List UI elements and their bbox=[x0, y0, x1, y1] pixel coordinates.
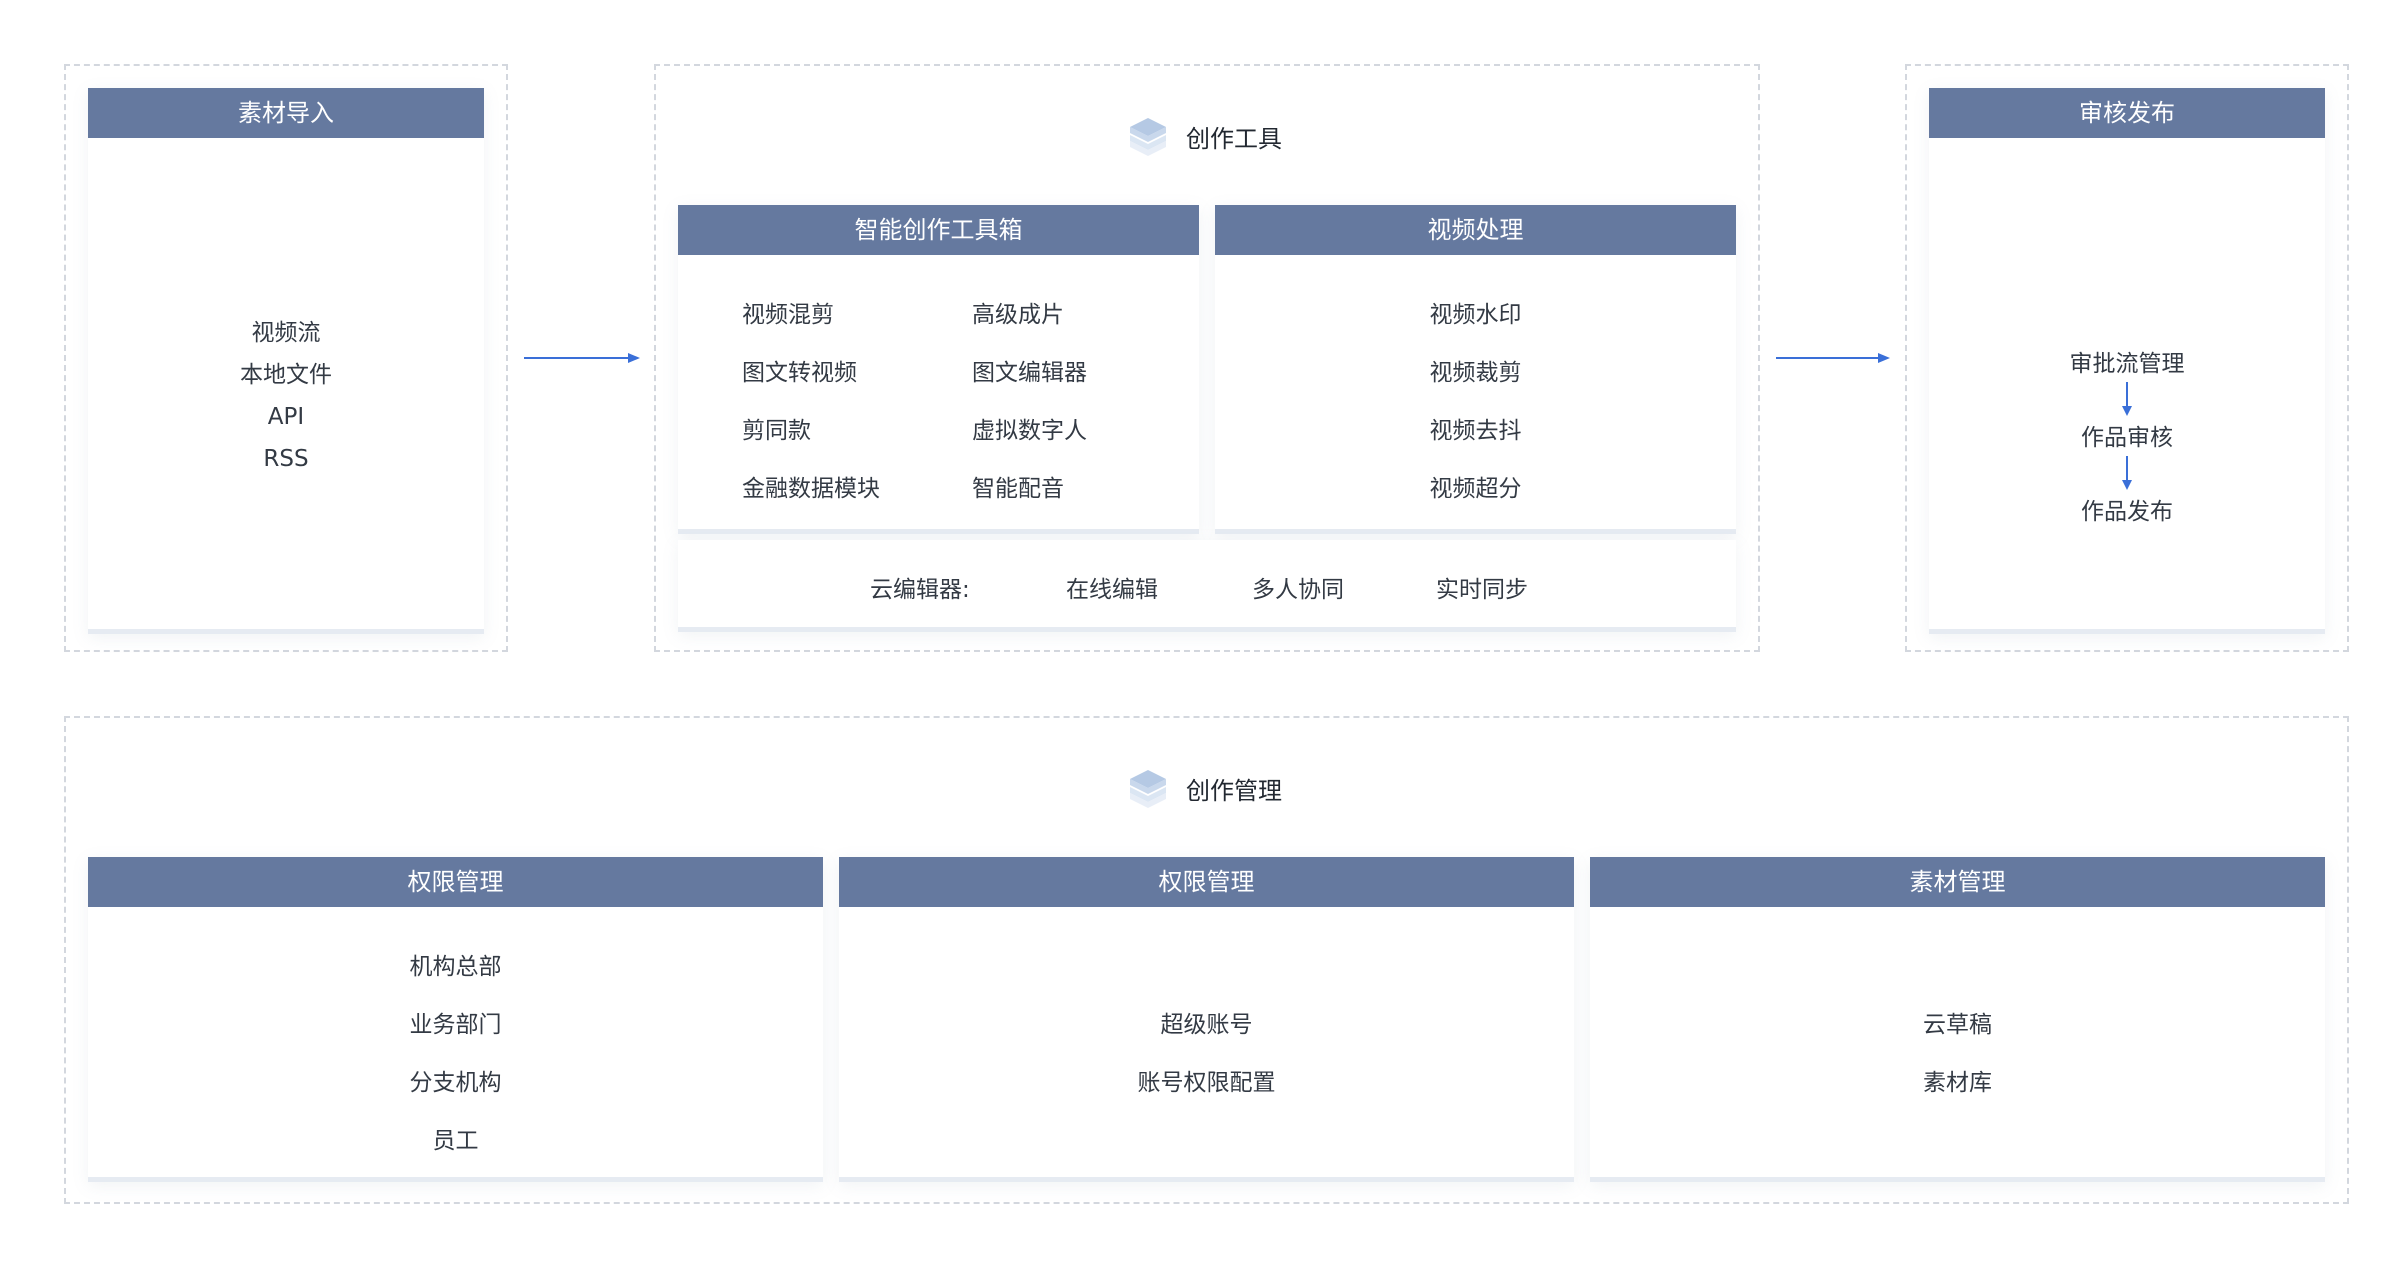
layers-icon bbox=[1130, 118, 1166, 156]
org-list: 机构总部 业务部门 分支机构 员工 bbox=[88, 907, 823, 1181]
material-item: 素材库 bbox=[1923, 1070, 1992, 1096]
toolbox-item: 图文编辑器 bbox=[972, 360, 1087, 386]
toolbox-item: 智能配音 bbox=[972, 476, 1064, 502]
permission-card-org: 权限管理 机构总部 业务部门 分支机构 员工 bbox=[88, 857, 823, 1182]
tools-title-text: 创作工具 bbox=[1186, 124, 1282, 153]
arrow-right-icon bbox=[1776, 353, 1890, 363]
management-title-text: 创作管理 bbox=[1186, 776, 1282, 805]
video-item: 视频水印 bbox=[1429, 302, 1522, 328]
material-item: 云草稿 bbox=[1923, 1012, 1992, 1038]
material-card: 素材管理 云草稿 素材库 bbox=[1590, 857, 2325, 1182]
permission-header: 权限管理 bbox=[88, 857, 823, 907]
flow-arrow-right bbox=[524, 351, 640, 365]
org-item: 机构总部 bbox=[409, 954, 502, 980]
toolbox-header: 智能创作工具箱 bbox=[678, 205, 1199, 255]
tools-title: 创作工具 bbox=[1126, 114, 1282, 158]
management-frame bbox=[64, 716, 2349, 1204]
publish-step: 作品发布 bbox=[2081, 499, 2173, 525]
import-list: 视频流 本地文件 API RSS bbox=[88, 138, 484, 480]
publish-frame bbox=[1905, 64, 2349, 652]
import-item: API bbox=[267, 404, 305, 430]
permission-card-account: 权限管理 超级账号 账号权限配置 bbox=[839, 857, 1574, 1182]
arrow-down-icon bbox=[1929, 382, 2325, 420]
arrow-down-icon bbox=[1929, 456, 2325, 494]
toolbox-item: 金融数据模块 bbox=[742, 476, 880, 502]
publish-header: 审核发布 bbox=[1929, 88, 2325, 138]
video-processing-header: 视频处理 bbox=[1215, 205, 1736, 255]
account-item: 超级账号 bbox=[1160, 1012, 1253, 1038]
flow-arrow-right bbox=[1776, 351, 1890, 365]
layers-icon bbox=[1130, 770, 1166, 808]
management-title: 创作管理 bbox=[1126, 766, 1282, 810]
publish-step: 审批流管理 bbox=[2069, 351, 2185, 377]
cloud-editor-card bbox=[678, 540, 1736, 632]
material-list: 云草稿 素材库 bbox=[1590, 907, 2325, 1123]
video-item: 视频去抖 bbox=[1429, 418, 1522, 444]
toolbox-item: 虚拟数字人 bbox=[972, 418, 1087, 444]
toolbox-item: 剪同款 bbox=[742, 418, 811, 444]
import-item: 视频流 bbox=[251, 320, 321, 346]
import-frame bbox=[64, 64, 508, 652]
cloud-editor-label: 云编辑器: bbox=[870, 577, 970, 603]
publish-card: 审核发布 审批流管理 作品审核 作品发布 bbox=[1929, 88, 2325, 634]
video-processing-list: 视频水印 视频裁剪 视频去抖 视频超分 bbox=[1215, 255, 1736, 529]
tools-frame bbox=[654, 64, 1760, 652]
toolbox-grid: 视频混剪 高级成片 图文转视频 图文编辑器 剪同款 虚拟数字人 金融数据模块 智… bbox=[678, 255, 1199, 529]
material-header: 素材管理 bbox=[1590, 857, 2325, 907]
cloud-editor-item: 多人协同 bbox=[1252, 577, 1344, 603]
toolbox-card: 智能创作工具箱 视频混剪 高级成片 图文转视频 图文编辑器 剪同款 虚拟数字人 … bbox=[678, 205, 1199, 534]
publish-flow: 审批流管理 作品审核 作品发布 bbox=[1929, 138, 2325, 530]
import-header: 素材导入 bbox=[88, 88, 484, 138]
import-item: 本地文件 bbox=[240, 362, 332, 388]
org-item: 员工 bbox=[432, 1128, 479, 1154]
account-list: 超级账号 账号权限配置 bbox=[839, 907, 1574, 1123]
video-processing-card: 视频处理 视频水印 视频裁剪 视频去抖 视频超分 bbox=[1215, 205, 1736, 534]
permission-header: 权限管理 bbox=[839, 857, 1574, 907]
cloud-editor-row: 云编辑器: 在线编辑 多人协同 实时同步 bbox=[870, 570, 1528, 604]
video-item: 视频裁剪 bbox=[1429, 360, 1522, 386]
cloud-editor-item: 实时同步 bbox=[1436, 577, 1528, 603]
cloud-editor-item: 在线编辑 bbox=[1066, 577, 1158, 603]
toolbox-item: 图文转视频 bbox=[742, 360, 857, 386]
import-card: 素材导入 视频流 本地文件 API RSS bbox=[88, 88, 484, 634]
org-item: 业务部门 bbox=[409, 1012, 502, 1038]
toolbox-item: 视频混剪 bbox=[742, 302, 834, 328]
org-item: 分支机构 bbox=[409, 1070, 502, 1096]
publish-step: 作品审核 bbox=[2081, 425, 2173, 451]
import-item: RSS bbox=[263, 446, 309, 472]
video-item: 视频超分 bbox=[1429, 476, 1522, 502]
account-item: 账号权限配置 bbox=[1137, 1070, 1276, 1096]
arrow-right-icon bbox=[524, 353, 640, 363]
toolbox-item: 高级成片 bbox=[972, 302, 1064, 328]
